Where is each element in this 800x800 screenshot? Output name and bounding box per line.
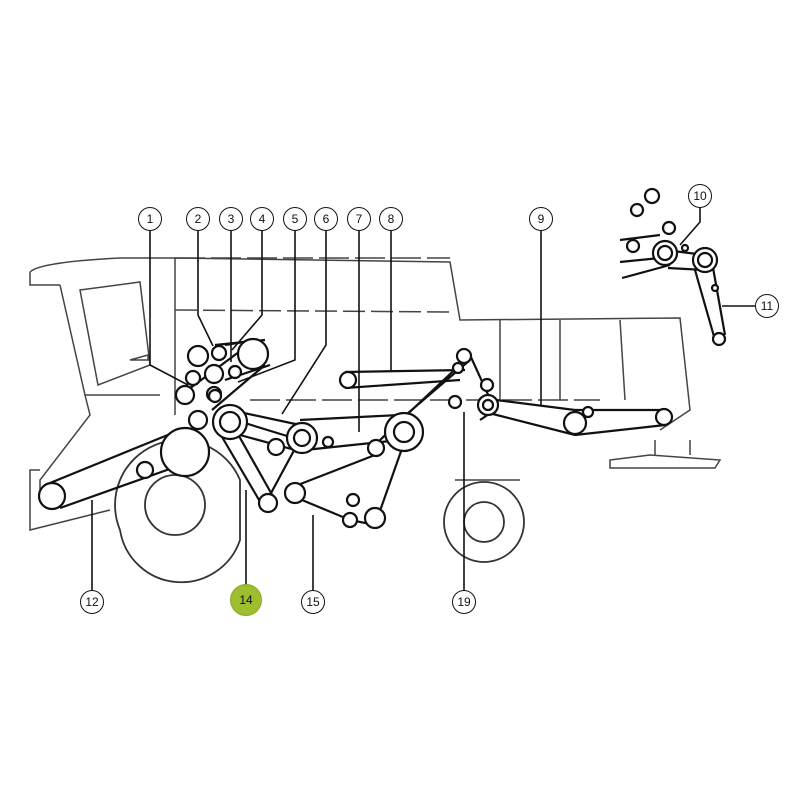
machine-body-outline [29,257,722,531]
callout-11[interactable]: 11 [755,294,779,318]
callout-8[interactable]: 8 [379,207,403,231]
callout-3[interactable]: 3 [219,207,243,231]
rear-wheel [443,481,525,563]
callout-9[interactable]: 9 [529,207,553,231]
callout-6[interactable]: 6 [314,207,338,231]
callout-19[interactable]: 19 [452,590,476,614]
callout-4[interactable]: 4 [250,207,274,231]
pulleys [37,187,727,530]
callout-2[interactable]: 2 [186,207,210,231]
callout-15[interactable]: 15 [301,590,325,614]
callout-5[interactable]: 5 [283,207,307,231]
callout-14-highlighted[interactable]: 14 [230,584,262,616]
callout-10[interactable]: 10 [688,184,712,208]
callout-12[interactable]: 12 [80,590,104,614]
callout-1[interactable]: 1 [138,207,162,231]
callout-7[interactable]: 7 [347,207,371,231]
leader-lines [91,207,755,590]
